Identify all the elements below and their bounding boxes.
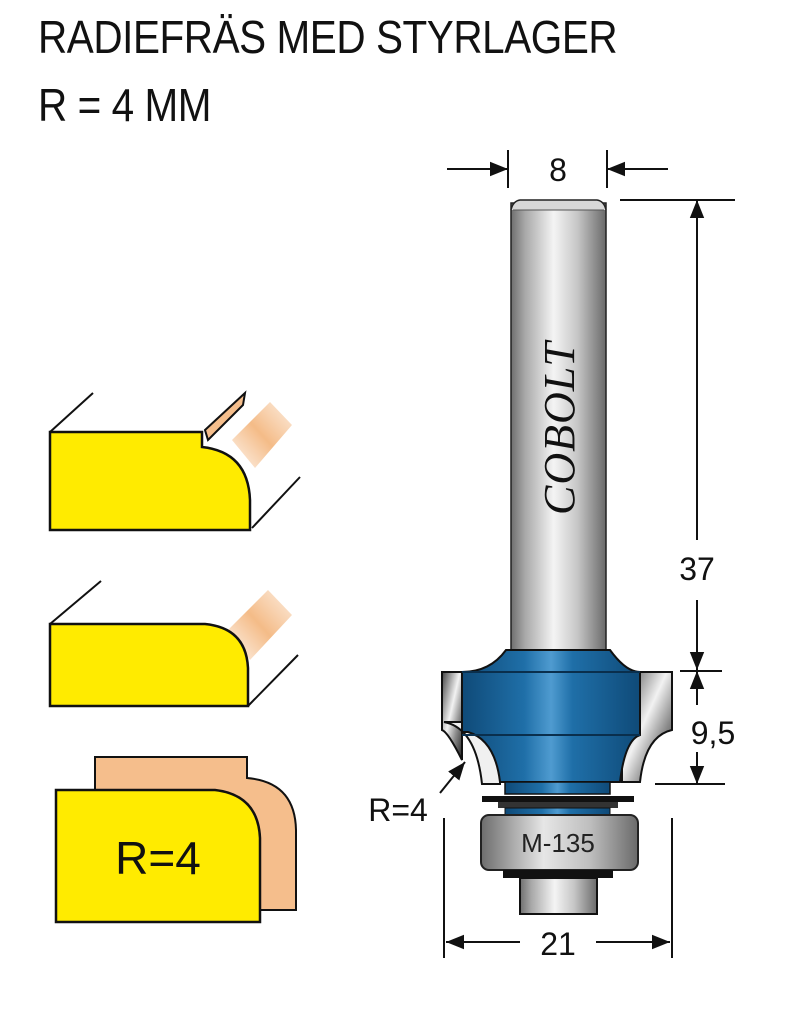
workpiece-profile-before xyxy=(48,390,301,532)
dimension-shank-diameter: 8 xyxy=(447,150,668,188)
page-subtitle: R = 4 MM xyxy=(38,79,212,131)
dimension-cutting-height: 9,5 xyxy=(655,670,735,785)
page-title: RADIEFRÄS MED STYRLAGER xyxy=(38,11,618,63)
brand-logo: COBOLT xyxy=(535,339,584,515)
washer xyxy=(482,796,634,802)
bearing-code: M-135 xyxy=(521,828,595,858)
dim-cutting-height: 9,5 xyxy=(691,715,735,751)
dim-radius: R=4 xyxy=(368,792,428,828)
dim-shank-length: 37 xyxy=(679,551,715,587)
radius-profile: R=4 xyxy=(54,756,297,924)
dimension-radius: R=4 xyxy=(368,761,466,828)
dimension-shank-length: 37 xyxy=(620,199,735,670)
wood-grain-icon xyxy=(232,402,292,468)
dim-shank-diameter: 8 xyxy=(549,152,567,188)
workpiece-profile-after xyxy=(48,580,299,708)
router-bit: COBOLT M-135 xyxy=(441,199,673,915)
dimension-overall-diameter: 21 xyxy=(443,818,673,962)
bearing-screw xyxy=(519,877,598,915)
dim-overall-diameter: 21 xyxy=(540,926,576,962)
carbide-cutter-left xyxy=(441,671,463,761)
radius-profile-label: R=4 xyxy=(115,832,201,884)
